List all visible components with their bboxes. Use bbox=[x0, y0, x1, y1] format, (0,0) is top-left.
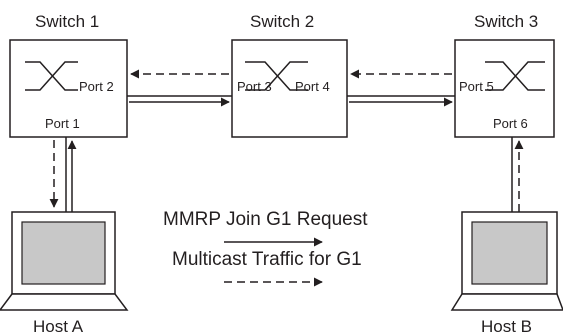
laptop-icon bbox=[450, 211, 563, 311]
switch-2-label: Switch 2 bbox=[250, 12, 314, 31]
legend-multicast-traffic-label: Multicast Traffic for G1 bbox=[172, 249, 362, 270]
switch-1: Switch 1 Port 2 Port 1 bbox=[9, 12, 128, 138]
switch-2: Switch 2 Port 3 Port 4 bbox=[231, 12, 348, 138]
link-switch1-hostA bbox=[49, 137, 77, 212]
legend: MMRP Join G1 Request Multicast Traffic f… bbox=[163, 209, 368, 287]
link-switch1-switch2 bbox=[127, 69, 232, 107]
switch-3: Switch 3 Port 5 Port 6 bbox=[454, 12, 555, 138]
switch-3-label: Switch 3 bbox=[474, 12, 538, 31]
link-switch2-switch3 bbox=[347, 69, 455, 107]
crossover-icon bbox=[485, 61, 545, 91]
switch-3-port-5-label: Port 5 bbox=[459, 79, 494, 94]
switch-2-port-3-label: Port 3 bbox=[237, 79, 272, 94]
link-switch3-hostB bbox=[511, 137, 524, 212]
switch-2-port-4-label: Port 4 bbox=[295, 79, 330, 94]
switch-3-port-6-label: Port 6 bbox=[493, 116, 528, 131]
legend-join-request-label: MMRP Join G1 Request bbox=[163, 209, 368, 230]
host-b: Host B bbox=[450, 211, 563, 336]
host-a-label: Host A bbox=[33, 317, 84, 336]
switch-1-port-2-label: Port 2 bbox=[79, 79, 114, 94]
laptop-icon bbox=[0, 211, 129, 311]
switch-1-label: Switch 1 bbox=[35, 12, 99, 31]
crossover-icon bbox=[25, 61, 78, 91]
crossover-icon bbox=[245, 61, 308, 91]
host-a: Host A bbox=[0, 211, 129, 336]
switch-1-port-1-label: Port 1 bbox=[45, 116, 80, 131]
host-b-label: Host B bbox=[481, 317, 532, 336]
